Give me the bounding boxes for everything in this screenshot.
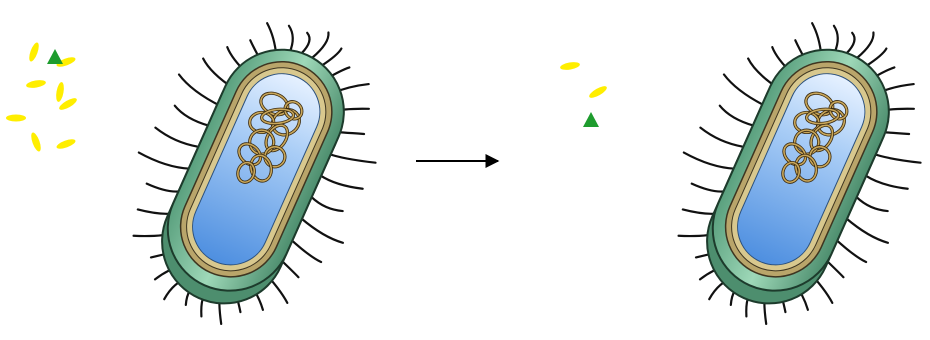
pilus — [299, 218, 346, 243]
yellow-particle — [27, 41, 40, 62]
pilus — [844, 33, 858, 54]
green-triangle-marker — [47, 49, 63, 64]
pilus — [139, 147, 190, 175]
yellow-particle — [588, 84, 609, 100]
pilus — [173, 106, 211, 127]
yellow-particle — [26, 79, 47, 89]
right-particle-cluster — [560, 61, 609, 127]
pilus — [865, 171, 908, 194]
yellow-particle — [55, 137, 76, 150]
left-bacterium — [88, 0, 418, 340]
pilus — [855, 197, 887, 214]
pilus — [844, 218, 891, 243]
left-particle-cluster — [6, 41, 78, 152]
yellow-particle — [55, 82, 65, 103]
yellow-particle — [560, 61, 581, 71]
pilus — [718, 106, 756, 127]
pilus — [299, 33, 313, 54]
green-triangle-marker — [583, 112, 599, 127]
yellow-particle — [29, 131, 42, 152]
pilus — [699, 128, 743, 150]
pilus — [312, 31, 330, 61]
pilus — [857, 31, 875, 61]
pilus — [320, 171, 363, 194]
yellow-particle — [6, 115, 26, 122]
pilus — [684, 147, 735, 175]
pilus — [310, 197, 342, 214]
pilus — [154, 128, 198, 150]
right-bacterium — [633, 0, 930, 340]
